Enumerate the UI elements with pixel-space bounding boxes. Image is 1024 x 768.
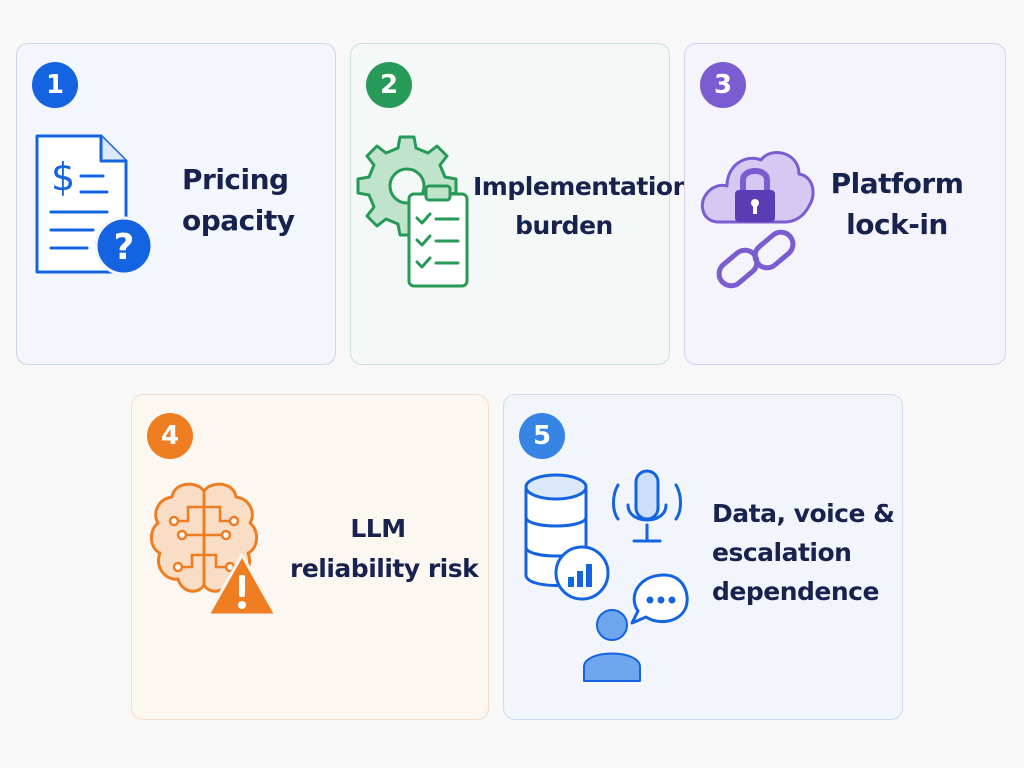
- brain-warning-icon: [150, 482, 278, 617]
- title-line: lock-in: [846, 207, 948, 241]
- cloud-lock-chain-icon: [700, 151, 815, 289]
- card-llm-reliability-risk: 4 LLM reliability risk: [131, 394, 489, 720]
- title-line: dependence: [712, 576, 879, 606]
- title-line: burden: [515, 210, 613, 240]
- title-line: LLM: [350, 514, 406, 543]
- title-line: Platform: [830, 167, 964, 200]
- svg-text:$: $: [51, 155, 75, 199]
- step-badge-1: 1: [32, 62, 78, 108]
- step-badge-2: 2: [366, 62, 412, 108]
- card-implementation-burden: 2 Implementation burden: [350, 43, 690, 365]
- data-voice-person-icon: [524, 469, 689, 682]
- title-line: reliability risk: [290, 554, 479, 583]
- title-line: escalation: [712, 537, 852, 567]
- card-pricing-opacity: 1 $ ? Pricing opacity: [16, 43, 336, 365]
- title-line: Pricing: [182, 163, 289, 196]
- step-badge-4: 4: [147, 413, 193, 459]
- card-title: Platform lock-in: [811, 164, 983, 245]
- card-title: LLM reliability risk: [290, 509, 479, 589]
- step-badge-3: 3: [700, 62, 746, 108]
- svg-text:?: ?: [114, 227, 135, 268]
- title-line: opacity: [182, 203, 295, 237]
- card-title: Data, voice & escalation dependence: [712, 495, 895, 611]
- card-title: Implementation burden: [473, 168, 690, 246]
- title-line: Data, voice &: [712, 499, 895, 528]
- gear-checklist-icon: [356, 135, 469, 288]
- card-data-voice-escalation: 5 Data, voice &: [503, 394, 903, 720]
- price-document-question-icon: $ ?: [35, 134, 154, 276]
- card-title: Pricing opacity: [182, 160, 295, 241]
- title-line: Implementation: [473, 172, 690, 201]
- card-platform-lock-in: 3 Platform lock-in: [684, 43, 1006, 365]
- step-badge-5: 5: [519, 413, 565, 459]
